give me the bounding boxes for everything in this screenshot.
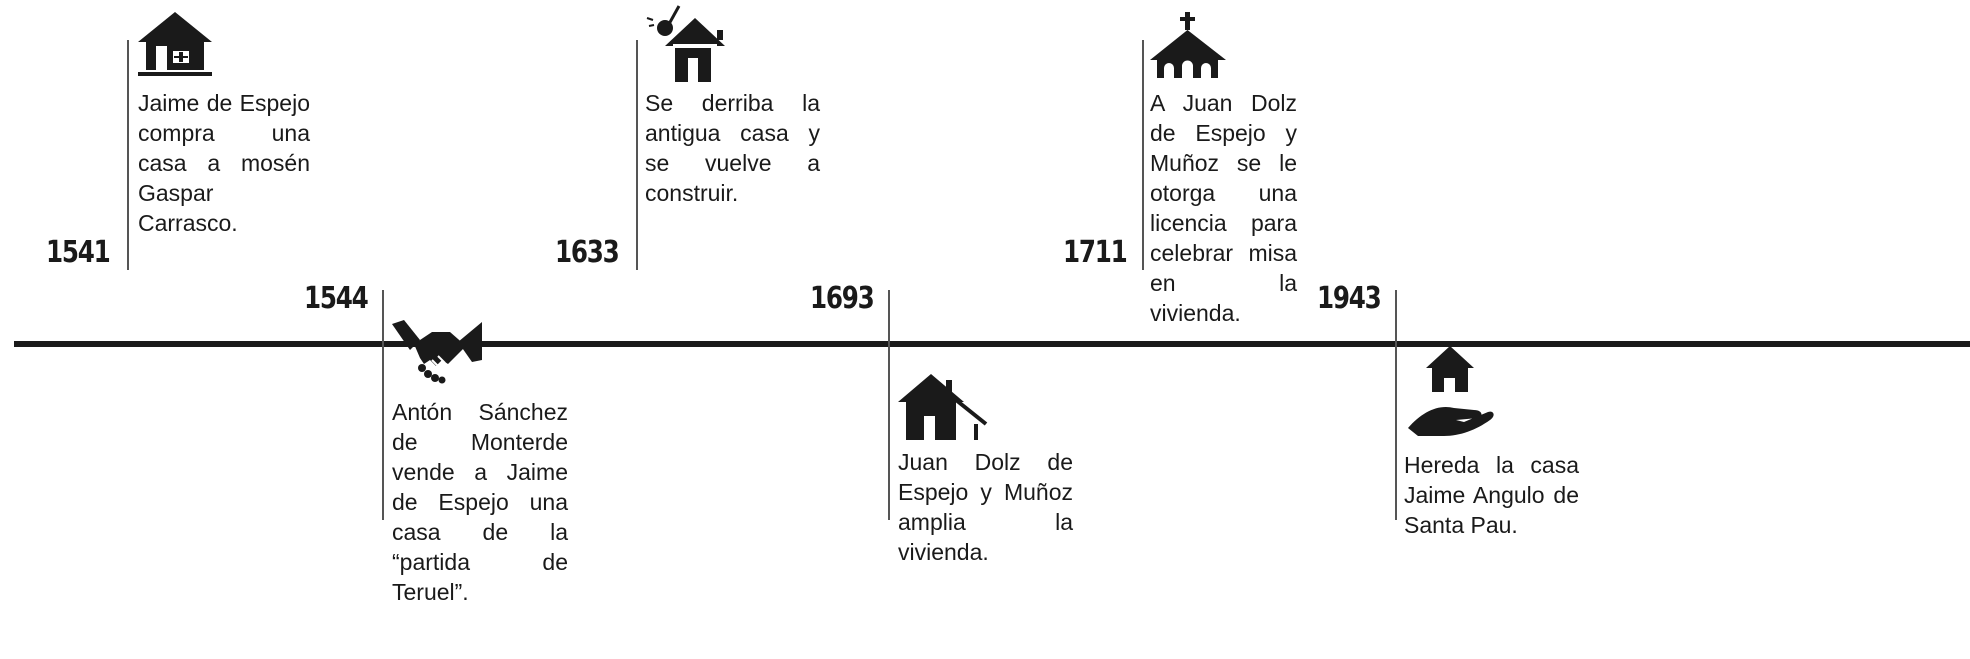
handshake-icon [392, 320, 482, 384]
demolition-house-icon [645, 4, 727, 82]
event-year: 1541 [45, 235, 110, 270]
event-divider [127, 40, 129, 270]
event-divider [1142, 40, 1144, 270]
house-icon [138, 12, 212, 76]
event-divider [1395, 290, 1397, 520]
event-description: Jaime de Espejo compra una casa a mosén … [138, 90, 310, 236]
house-extension-icon [898, 374, 990, 442]
event-year: 1693 [809, 281, 874, 316]
church-icon [1150, 12, 1226, 80]
event-description: Se derriba la antigua casa y se vuelve a… [645, 90, 820, 206]
event-year: 1544 [303, 281, 368, 316]
event-divider [382, 290, 384, 520]
event-year: 1711 [1062, 235, 1127, 270]
event-year: 1943 [1316, 281, 1381, 316]
event-description: Juan Dolz de Espejo y Muñoz amplia la vi… [898, 449, 1073, 565]
event-description: Antón Sánchez de Monterde vende a Jaime … [392, 399, 568, 605]
timeline-axis [14, 341, 1970, 347]
event-description: Hereda la casa Jaime Angulo de Santa Pau… [1404, 452, 1579, 538]
event-divider [888, 290, 890, 520]
event-year: 1633 [554, 235, 619, 270]
event-description: A Juan Dolz de Espejo y Muñoz se le otor… [1150, 90, 1297, 326]
event-divider [636, 40, 638, 270]
hand-house-icon [1404, 346, 1494, 438]
